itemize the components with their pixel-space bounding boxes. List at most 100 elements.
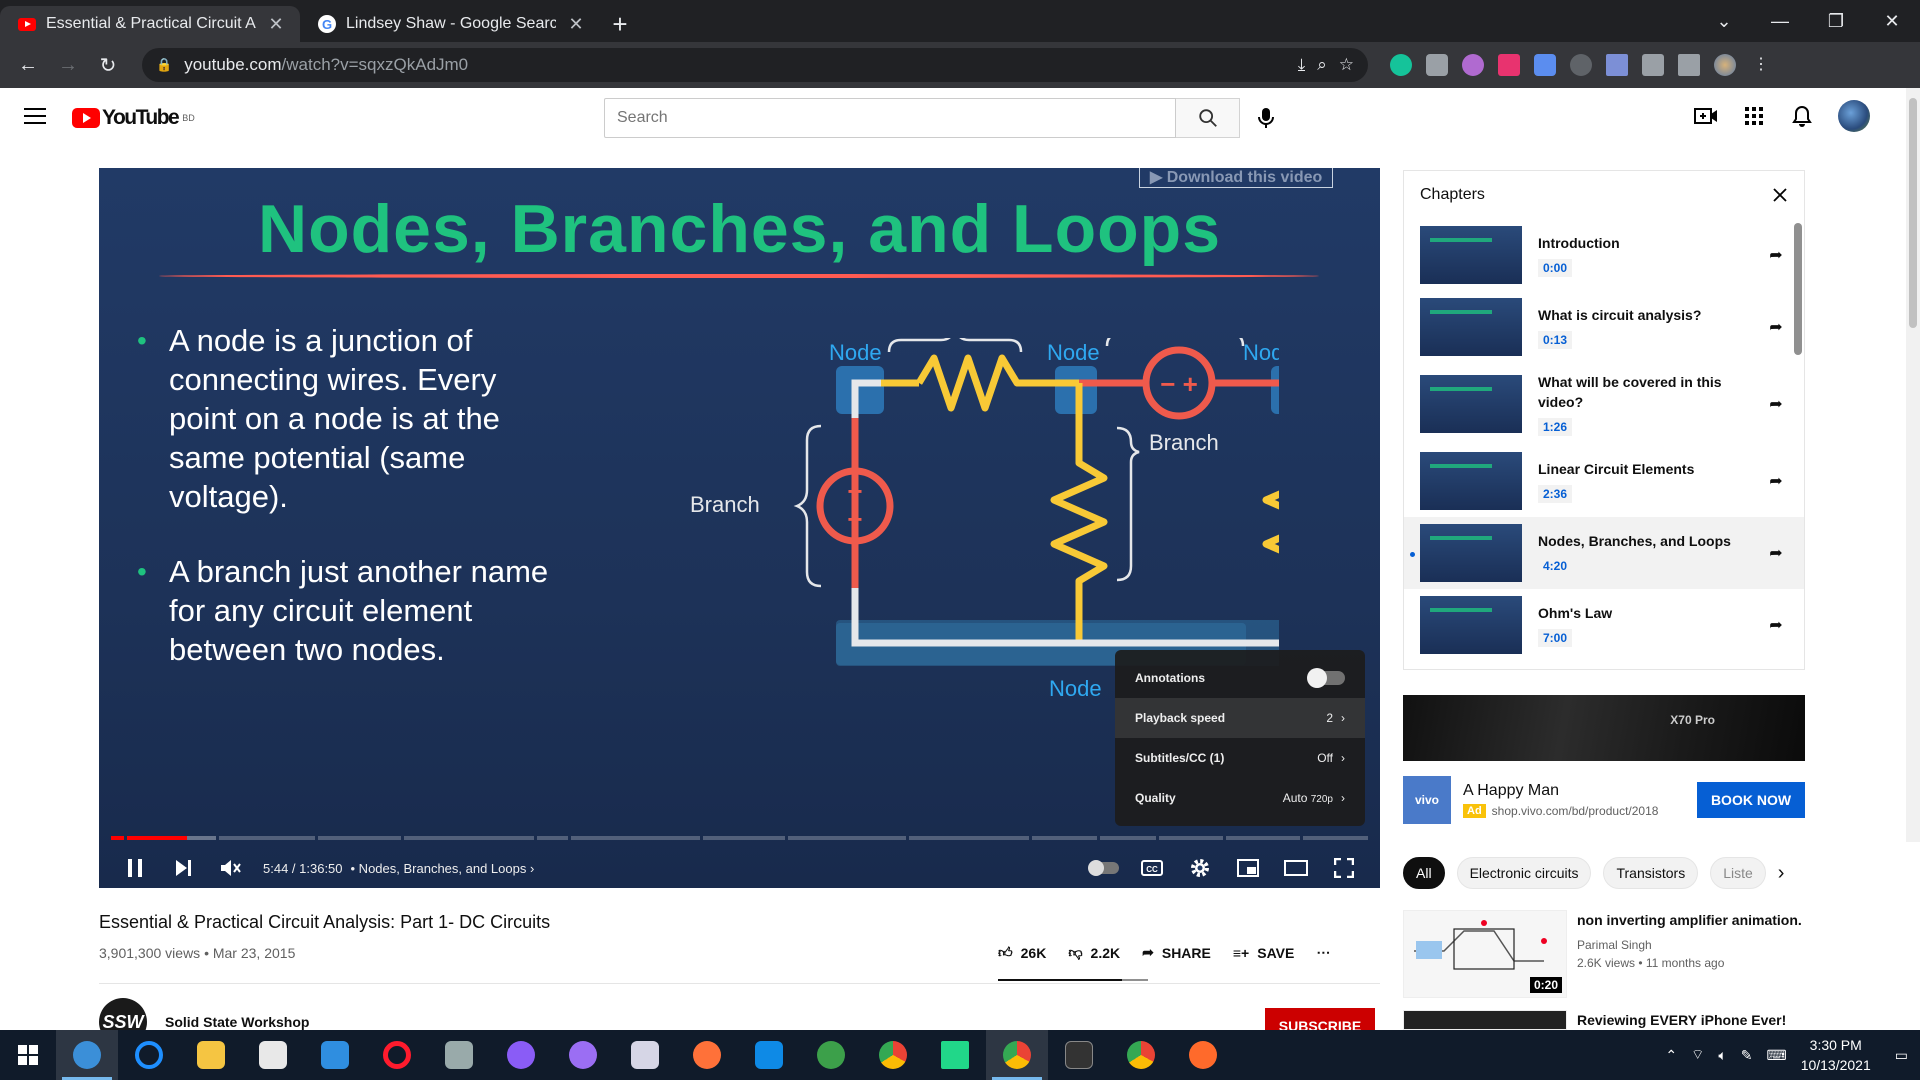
taskbar-app-pycharm[interactable] [924,1030,986,1080]
forward-icon[interactable]: → [58,53,78,76]
minimize-button[interactable]: — [1771,10,1789,31]
zoom-icon[interactable]: ⌕ [1317,55,1327,74]
taskbar-app-edge[interactable] [118,1030,180,1080]
progress-segment[interactable] [1303,836,1368,840]
related-video[interactable]: Reviewing EVERY iPhone Ever! [1403,1010,1805,1030]
notifications-icon[interactable]: ▭ [1894,1046,1908,1063]
ad-title[interactable]: A Happy Man [1463,782,1560,799]
taskbar-app-chrome[interactable] [862,1030,924,1080]
wifi-icon[interactable]: ⌔ [1691,1046,1705,1062]
progress-segment[interactable] [111,836,124,840]
mute-button[interactable] [207,848,255,888]
apps-grid-icon[interactable] [1742,104,1766,128]
close-window-button[interactable]: ✕ [1884,10,1900,31]
progress-segment[interactable] [1100,836,1156,840]
settings-quality[interactable]: Quality Auto 720p› [1115,778,1365,818]
settings-button[interactable] [1176,848,1224,888]
close-tab-icon[interactable]: ✕ [268,13,284,34]
progress-segment[interactable] [126,836,216,840]
chip-all[interactable]: All [1403,857,1445,889]
taskbar-app-mail[interactable] [304,1030,366,1080]
chapters-scrollbar[interactable] [1794,223,1802,355]
channel-name[interactable]: Solid State Workshop [165,1014,310,1030]
address-bar[interactable]: 🔒 youtube.com/watch?v=sqxzQkAdJm0 ⤓ ⌕ ☆ [142,48,1368,82]
extension-icon[interactable] [1462,54,1484,76]
speaker-icon[interactable]: 🔈︎ [1718,1046,1727,1063]
progress-segment[interactable] [1032,836,1098,840]
taskbar-app-orange[interactable] [1172,1030,1234,1080]
miniplayer-button[interactable] [1224,848,1272,888]
more-actions-button[interactable]: ⋯ [1316,944,1330,961]
chapter-item[interactable]: What will be covered in this video?1:26➦ [1404,363,1804,445]
more-menu-icon[interactable]: ⋮ [1753,56,1769,73]
taskbar-app-globe[interactable] [800,1030,862,1080]
chapter-timestamp[interactable]: 2:36 [1538,485,1573,503]
related-video[interactable]: 0:20 non inverting amplifier animation. … [1403,910,1805,998]
chapter-title-button[interactable]: • Nodes, Branches, and Loops › [351,861,535,876]
profile-avatar[interactable] [1714,54,1736,76]
progress-segment[interactable] [404,836,534,840]
video-thumbnail[interactable] [1403,1010,1567,1030]
puzzle-icon[interactable] [1642,54,1664,76]
chapter-timestamp[interactable]: 1:26 [1538,418,1573,436]
tab-youtube[interactable]: Essential & Practical Circuit Analy ✕ [0,6,300,42]
chip-transistors[interactable]: Transistors [1603,857,1699,889]
theater-mode-button[interactable] [1272,848,1320,888]
maximize-button[interactable]: ❐ [1827,10,1845,31]
camera-icon[interactable] [1426,54,1448,76]
tab-search-icon[interactable]: ⌄ [1716,10,1732,31]
autoplay-toggle[interactable] [1080,848,1128,888]
pause-button[interactable] [111,848,159,888]
taskbar-app-chrome-profile[interactable] [1110,1030,1172,1080]
taskbar-app-messenger[interactable] [490,1030,552,1080]
tab-google-search[interactable]: G Lindsey Shaw - Google Search ✕ [300,6,600,42]
share-icon[interactable]: ➦ [1769,247,1783,264]
lock-icon[interactable]: 🔒 [156,57,173,72]
progress-segment[interactable] [317,836,402,840]
close-tab-icon[interactable]: ✕ [568,13,584,34]
like-button[interactable]: 👍︎26K [998,944,1046,961]
share-icon[interactable]: ➦ [1769,617,1783,634]
keyboard-icon[interactable]: ⌨ [1766,1046,1787,1063]
windows-start-button[interactable] [0,1030,56,1080]
advertiser-logo[interactable]: vivo [1403,776,1451,824]
fullscreen-button[interactable] [1320,848,1368,888]
chip-electronic-circuits[interactable]: Electronic circuits [1456,857,1592,889]
share-icon[interactable]: ➦ [1769,319,1783,336]
chevron-right-icon[interactable]: › [1777,861,1785,884]
notifications-bell-icon[interactable] [1790,104,1814,128]
progress-segment[interactable] [536,836,568,840]
reading-list-icon[interactable] [1678,54,1700,76]
search-input[interactable] [604,98,1176,138]
chapter-timestamp[interactable]: 0:13 [1538,331,1573,349]
subtitles-button[interactable]: CC [1128,848,1176,888]
page-scrollbar[interactable] [1906,88,1920,842]
progress-bar[interactable] [111,836,1368,840]
progress-segment[interactable] [787,836,907,840]
video-thumbnail[interactable]: 0:20 [1403,910,1567,998]
annotations-toggle[interactable] [1307,668,1345,688]
related-title[interactable]: non inverting amplifier animation. [1577,912,1802,928]
taskbar-app-firefox[interactable] [676,1030,738,1080]
chapter-timestamp[interactable]: 7:00 [1538,629,1573,647]
pen-icon[interactable]: ✎ [1740,1046,1753,1063]
progress-segment[interactable] [703,836,785,840]
taskbar-app-terminal[interactable] [1048,1030,1110,1080]
create-video-icon[interactable] [1694,104,1718,128]
share-button[interactable]: ➦SHARE [1142,944,1211,961]
progress-segment[interactable] [1226,836,1301,840]
book-now-button[interactable]: BOOK NOW [1697,782,1805,818]
progress-segment[interactable] [218,836,315,840]
share-icon[interactable]: ➦ [1769,396,1783,413]
pen-icon[interactable] [1606,54,1628,76]
download-extension-icon[interactable] [1534,54,1556,76]
close-icon[interactable] [1772,187,1788,203]
taskbar-app-qbittorrent[interactable] [56,1030,118,1080]
dislike-button[interactable]: 👎︎2.2K [1068,944,1120,961]
download-video-overlay[interactable]: ▶ Download this video [1139,168,1334,188]
taskbar-app-github[interactable] [552,1030,614,1080]
chapter-timestamp[interactable]: 4:20 [1538,557,1573,575]
